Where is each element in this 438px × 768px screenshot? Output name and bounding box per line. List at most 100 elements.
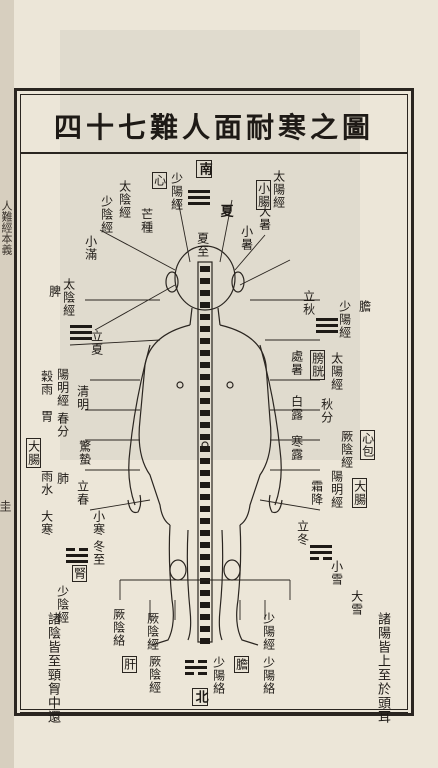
meridian-tick <box>200 410 210 416</box>
meridian-tick <box>200 458 210 464</box>
label-shaoyin-jing-left: 少陰經 <box>55 585 70 624</box>
label-yu-shui: 雨水 <box>39 470 54 496</box>
page-number: 圭 <box>0 500 12 512</box>
meridian-tick <box>200 266 210 272</box>
label-taiyin-jing-left: 太陰經 <box>61 278 76 317</box>
label-shaoyang-jing-bottom: 少陽經 <box>261 612 276 651</box>
label-shen: 腎 <box>72 565 87 582</box>
label-shuang-jiang: 霜降 <box>309 480 324 506</box>
label-xin: 心 <box>152 172 167 189</box>
label-shaoyang-luo: 少陽絡 <box>211 656 226 695</box>
label-chun-fen: 春分 <box>55 412 70 438</box>
label-xiao-han: 小寒 <box>91 510 106 536</box>
note-right: 諸陽皆上至於頭耳 <box>374 612 390 724</box>
label-mang-zhong: 芒種 <box>139 208 154 234</box>
label-fei: 肺 <box>55 472 70 485</box>
trigram-marks <box>66 190 338 675</box>
page-gutter <box>0 0 14 768</box>
label-da-xue: 大雪 <box>349 590 364 616</box>
label-dan: 膽 <box>357 300 372 313</box>
label-xiao-shu: 小暑 <box>239 225 254 251</box>
label-jueyin-jing-right: 厥陰經 <box>339 430 354 469</box>
label-xiaochang: 小腸 <box>256 180 271 210</box>
figure-head <box>174 245 236 311</box>
label-south: 南 <box>196 160 212 178</box>
label-taiyang-jing-right: 太陽經 <box>329 352 344 391</box>
meridian-tick <box>200 350 210 356</box>
side-tab: 人難經本義 <box>0 200 13 255</box>
meridian-tick <box>200 374 210 380</box>
meridian-tick <box>200 434 210 440</box>
label-dachang: 大腸 <box>26 438 41 468</box>
central-meridian <box>197 261 213 644</box>
figure-torso-right <box>219 324 272 526</box>
label-north: 北 <box>192 688 208 706</box>
title-divider <box>20 152 408 154</box>
meridian-tick <box>200 338 210 344</box>
label-gu-yu: 穀雨 <box>39 370 54 396</box>
label-li-qiu: 立秋 <box>301 290 316 316</box>
label-shaoyang-jing-top: 少陽經 <box>169 172 184 211</box>
meridian-tick <box>200 398 210 404</box>
meridian-tick <box>200 602 210 608</box>
label-pi: 脾 <box>47 285 62 298</box>
label-pangguang: 膀胱 <box>310 350 325 380</box>
label-shaoyang-luo-bottom: 少陽絡 <box>261 656 276 695</box>
label-taiyang-jing: 太陽經 <box>271 170 286 209</box>
meridian-tick <box>200 614 210 620</box>
meridian-tick <box>200 530 210 536</box>
meridian-tick <box>200 482 210 488</box>
label-li-chun: 立春 <box>75 480 90 506</box>
label-jueyin-jing-bottom2: 厥陰經 <box>147 655 162 694</box>
meridian-tick <box>200 278 210 284</box>
label-wei: 胃 <box>39 410 54 423</box>
label-jueyin-jing-bottom: 厥陰經 <box>145 612 160 651</box>
label-summer: 夏 <box>217 204 233 218</box>
meridian-tick <box>200 554 210 560</box>
label-dachang-right: 大腸 <box>352 478 367 508</box>
label-chu-shu: 處暑 <box>289 350 304 376</box>
label-xinbao: 心包 <box>360 430 375 460</box>
meridian-tick <box>200 518 210 524</box>
label-da-han: 大寒 <box>39 510 54 536</box>
meridian-tick <box>200 506 210 512</box>
label-shaoyin-jing-top: 少陰經 <box>99 195 114 234</box>
meridian-tick <box>200 362 210 368</box>
label-qiu-fen: 秋分 <box>319 398 334 424</box>
meridian-tick <box>200 578 210 584</box>
label-da-shu: 大暑 <box>257 205 272 231</box>
label-yangming-jing-right: 陽明經 <box>329 470 344 509</box>
meridian-tick <box>200 470 210 476</box>
label-shaoyang-jing-right: 少陽經 <box>337 300 352 339</box>
meridian-tick <box>200 494 210 500</box>
label-yangming-jing-left: 陽明經 <box>55 368 70 407</box>
label-taiyin-jing-top: 太陰經 <box>117 180 132 219</box>
meridian-tick <box>200 446 210 452</box>
label-han-lu: 寒露 <box>289 435 304 461</box>
note-left: 諸陰皆至頸胷中還 <box>44 612 60 724</box>
meridian-tick <box>200 326 210 332</box>
label-xiao-xue: 小雪 <box>329 560 344 586</box>
label-xiao-man: 小滿 <box>83 235 98 261</box>
label-gan: 肝 <box>122 656 137 673</box>
label-xiazhi: 夏至 <box>195 232 210 258</box>
label-dan-bottom: 膽 <box>234 656 249 673</box>
page-title: 四十七難人面耐寒之圖 <box>53 111 374 144</box>
label-qing-ming: 清明 <box>75 385 90 411</box>
meridian-tick <box>200 314 210 320</box>
inner-frame <box>20 94 408 710</box>
meridian-tick <box>200 566 210 572</box>
label-bai-lu: 白露 <box>289 395 304 421</box>
meridian-tick <box>200 302 210 308</box>
meridian-tick <box>200 542 210 548</box>
bottom-rule <box>20 712 408 713</box>
label-jing-zhe: 驚蟄 <box>77 440 92 466</box>
outer-frame <box>14 88 414 716</box>
label-jueyin-luo: 厥陰絡 <box>111 608 126 647</box>
label-dongzhi: 冬至 <box>91 540 106 566</box>
meridian-tick <box>200 386 210 392</box>
meridian-tick <box>200 290 210 296</box>
label-li-xia: 立夏 <box>89 330 104 356</box>
